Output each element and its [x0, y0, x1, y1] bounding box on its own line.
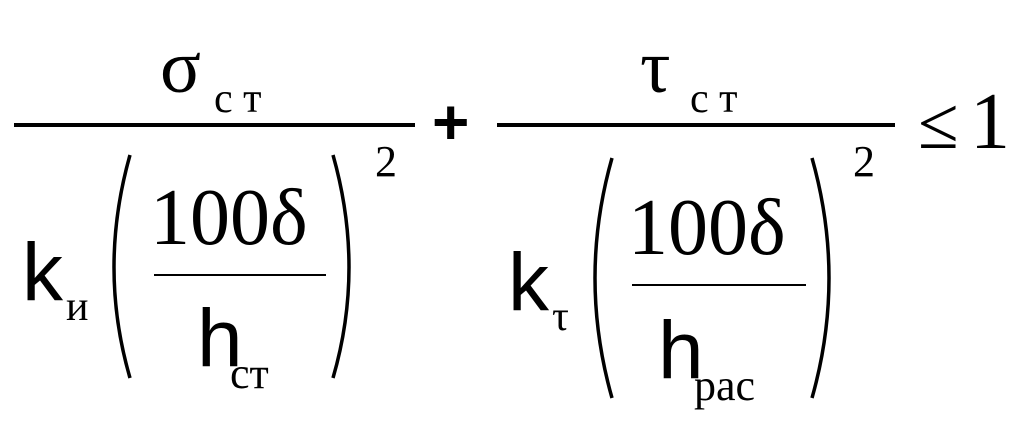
- term1-right-paren: [331, 154, 351, 379]
- term2-right-paren: [810, 157, 831, 399]
- term1-inner-denominator-symbol: h: [197, 293, 243, 384]
- term2-exponent: 2: [853, 137, 875, 186]
- term1-numerator-symbol: σ: [160, 25, 201, 109]
- term2-numerator-symbol: τ: [640, 25, 671, 109]
- term2-inner-denominator-subscript: рас: [694, 361, 755, 410]
- term1-left-paren: [112, 154, 132, 379]
- term2-inner-fraction-bar: [632, 284, 806, 286]
- term1-coefficient-subscript: и: [66, 284, 88, 330]
- term2-coefficient: k: [508, 237, 550, 328]
- term1-fraction-bar: [14, 123, 415, 127]
- term-2: τ с т 2 k τ 100δ h рас: [497, 25, 895, 410]
- term1-inner-fraction-bar: [154, 274, 326, 276]
- term1-inner-numerator: 100δ: [150, 174, 308, 262]
- term2-inner-denominator-symbol: h: [658, 305, 704, 396]
- term2-numerator-subscript: с т: [690, 76, 738, 122]
- term-1: σ с т 2 k и 100δ h ст: [14, 25, 415, 398]
- term2-left-paren: [593, 157, 614, 399]
- term2-fraction-bar: [497, 123, 895, 127]
- term1-exponent: 2: [375, 137, 397, 186]
- term1-coefficient: k: [22, 227, 64, 318]
- term2-coefficient-subscript: τ: [552, 294, 569, 340]
- plus-operator: +: [432, 86, 469, 158]
- term1-inner-denominator-subscript: ст: [230, 349, 269, 398]
- relation-operator: ≤: [918, 83, 959, 165]
- term1-numerator-subscript: с т: [214, 76, 262, 122]
- term2-inner-numerator: 100δ: [628, 184, 786, 272]
- rhs-value: 1: [970, 78, 1010, 166]
